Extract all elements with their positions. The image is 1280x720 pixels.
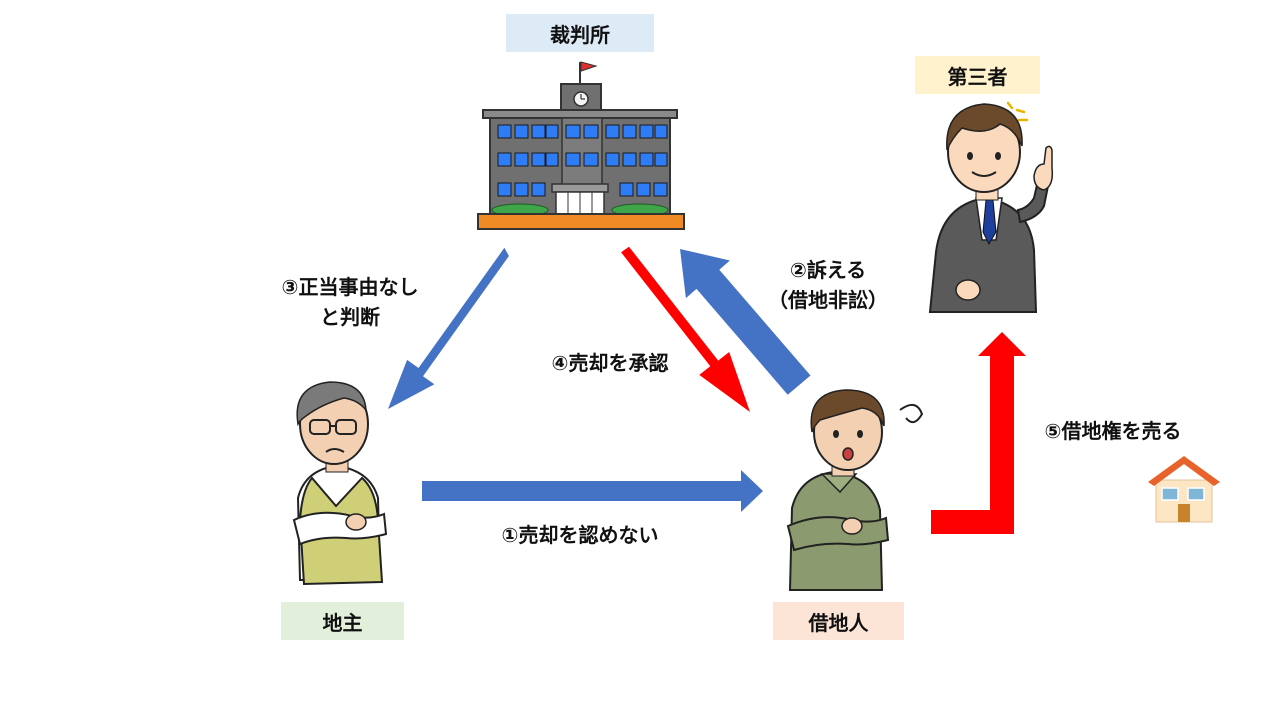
step-2-line-2: （借地非訟） <box>768 288 888 312</box>
arrow-step-3 <box>388 247 509 409</box>
landowner-label-text: 地主 <box>322 610 363 635</box>
step-2-text: ②訴える （借地非訟） <box>758 255 898 315</box>
step-2-line-1: ②訴える <box>789 258 867 282</box>
arrow-step-2 <box>680 249 811 395</box>
third-party-label: 第三者 <box>915 56 1040 94</box>
arrow-step-4 <box>621 246 750 412</box>
step-3-text: ③正当事由なし と判断 <box>250 272 450 332</box>
landowner-label: 地主 <box>281 602 404 640</box>
step-1-label: ①売却を認めない <box>501 523 659 547</box>
court-label-text: 裁判所 <box>550 22 610 47</box>
step-3-line-2: と判断 <box>320 305 380 329</box>
third-party-label-text: 第三者 <box>947 64 1008 89</box>
arrow-step-1 <box>422 470 763 512</box>
step-5-label: ⑤借地権を売る <box>1044 419 1182 443</box>
step-3-line-1: ③正当事由なし <box>281 275 419 299</box>
court-label: 裁判所 <box>506 14 654 52</box>
step-1-text: ①売却を認めない <box>460 520 700 550</box>
tenant-label-text: 借地人 <box>808 610 869 635</box>
step-4-text: ④売却を承認 <box>520 348 700 378</box>
tenant-label: 借地人 <box>773 602 904 640</box>
arrow-step-5 <box>931 332 1026 534</box>
step-5-text: ⑤借地権を売る <box>1018 416 1208 446</box>
step-4-label: ④売却を承認 <box>551 351 669 375</box>
